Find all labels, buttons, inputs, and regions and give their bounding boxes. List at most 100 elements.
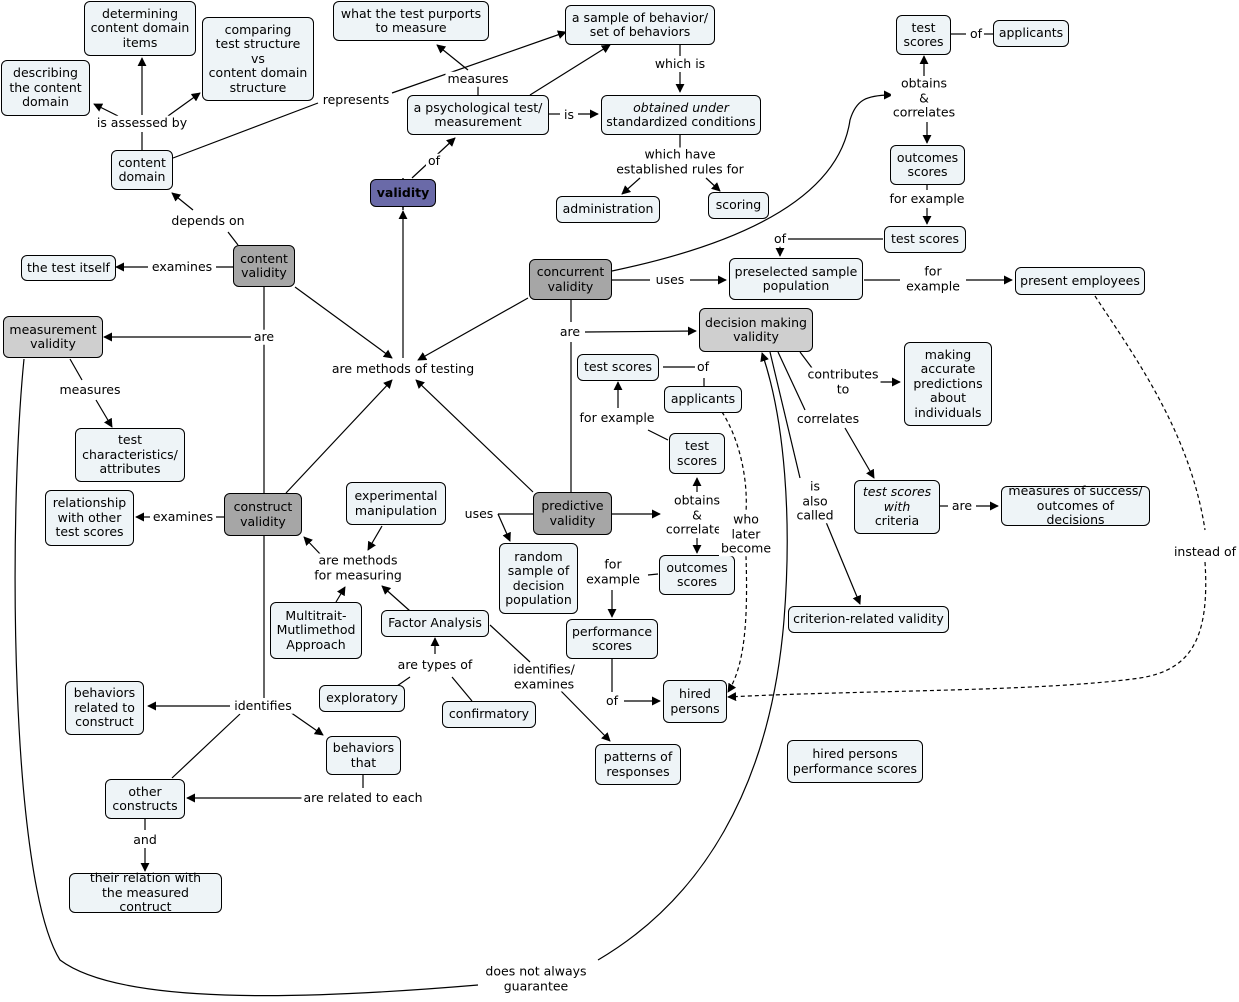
node-applicants-top[interactable]: applicants bbox=[993, 20, 1069, 47]
node-making-predictions[interactable]: making accurate predictions about indivi… bbox=[904, 342, 992, 426]
node-hired-performance[interactable]: hired persons performance scores bbox=[787, 740, 923, 783]
node-scoring[interactable]: scoring bbox=[708, 192, 769, 219]
dashed-applicants-hired bbox=[727, 555, 748, 693]
node-construct-validity[interactable]: construct validity bbox=[224, 493, 302, 536]
label-of-validity: of bbox=[425, 152, 443, 169]
node-content-domain[interactable]: content domain bbox=[111, 150, 173, 190]
dashed-instead-hired bbox=[727, 561, 1207, 702]
node-concurrent-validity[interactable]: concurrent validity bbox=[529, 259, 612, 300]
node-outcomes-top[interactable]: outcomes scores bbox=[890, 145, 965, 185]
label-identifies-examines: identifies/ examines bbox=[511, 661, 577, 692]
label-examines-content: examines bbox=[149, 258, 215, 275]
label-correlates: correlates bbox=[794, 410, 862, 427]
label-identifies: identifies bbox=[232, 697, 294, 714]
arrow-construct-methods bbox=[285, 379, 393, 494]
node-sample-behavior[interactable]: a sample of behavior/ set of behaviors bbox=[565, 5, 715, 45]
node-their-relation[interactable]: their relation with the measured contruc… bbox=[69, 871, 222, 914]
label-for-example-top: for example bbox=[887, 190, 967, 207]
label-are-content: are bbox=[251, 328, 277, 345]
node-validity[interactable]: validity bbox=[370, 179, 436, 207]
arrow-multitrait bbox=[335, 586, 346, 603]
arrow-content-methods bbox=[294, 286, 393, 359]
arrow-to-characteristics bbox=[95, 399, 113, 428]
arrow-to-criteria bbox=[844, 427, 875, 479]
criteria-rest-text: criteria bbox=[874, 513, 920, 529]
label-who-later-become: who later become bbox=[718, 511, 774, 556]
node-purports[interactable]: what the test purports to measure bbox=[333, 1, 489, 41]
node-patterns[interactable]: patterns of responses bbox=[595, 744, 681, 785]
label-are-related-each: are related to each bbox=[301, 789, 425, 806]
node-comparing[interactable]: comparing test structure vs content doma… bbox=[202, 17, 314, 101]
node-test-characteristics[interactable]: test characteristics/ attributes bbox=[75, 428, 185, 482]
label-which-have: which have established rules for bbox=[614, 146, 746, 177]
node-exploratory[interactable]: exploratory bbox=[319, 685, 405, 712]
arrow-concurrent-methods bbox=[417, 297, 529, 361]
node-multitrait[interactable]: Multitrait- Mutlimethod Approach bbox=[270, 602, 362, 659]
node-behaviors-that[interactable]: behaviors that bbox=[326, 736, 401, 775]
node-test-scores-top[interactable]: test scores bbox=[896, 15, 951, 55]
node-confirmatory[interactable]: confirmatory bbox=[442, 701, 536, 728]
label-of-applicants-top: of bbox=[967, 25, 985, 42]
node-performance-scores[interactable]: performance scores bbox=[566, 619, 658, 659]
label-uses-concurrent: uses bbox=[653, 271, 687, 288]
label-is-assessed-by: is assessed by bbox=[94, 114, 190, 131]
node-predictive-validity[interactable]: predictive validity bbox=[533, 492, 612, 535]
label-instead-of: instead of bbox=[1171, 543, 1239, 560]
label-are-methods-measuring: are methods for measuring bbox=[312, 552, 404, 583]
label-represents: represents bbox=[320, 91, 392, 108]
node-test-scores-mid[interactable]: test scores bbox=[884, 226, 966, 253]
label-which-is: which is bbox=[652, 55, 708, 72]
label-uses-predictive: uses bbox=[462, 505, 496, 522]
curve-measurement-guarantee bbox=[14, 358, 479, 997]
node-hired-persons[interactable]: hired persons bbox=[663, 680, 727, 723]
label-is: is bbox=[562, 106, 576, 123]
arrow-test-sample bbox=[529, 44, 611, 96]
node-test-scores-pred[interactable]: test scores bbox=[577, 354, 659, 381]
obtained-rest-text: standardized conditions bbox=[606, 114, 756, 129]
node-present-employees[interactable]: present employees bbox=[1015, 267, 1145, 295]
label-for-example-pred: for example bbox=[577, 409, 657, 426]
node-test-scores-pred2[interactable]: test scores bbox=[669, 433, 725, 474]
node-test-itself[interactable]: the test itself bbox=[21, 255, 116, 281]
label-contributes-to: contributes to bbox=[805, 366, 881, 397]
node-applicants-pred[interactable]: applicants bbox=[664, 386, 742, 413]
node-content-validity[interactable]: content validity bbox=[233, 245, 295, 287]
node-psychological-test[interactable]: a psychological test/ measurement bbox=[407, 95, 549, 135]
criteria-italic-text: test scores with bbox=[862, 484, 932, 514]
node-other-constructs[interactable]: other constructs bbox=[105, 779, 185, 819]
node-factor-analysis[interactable]: Factor Analysis bbox=[381, 610, 489, 637]
label-are-criteria: are bbox=[949, 497, 975, 514]
node-measures-success[interactable]: measures of success/ outcomes of decisio… bbox=[1001, 484, 1150, 527]
node-measurement-validity[interactable]: measurement validity bbox=[3, 316, 103, 358]
arrow-represents-sample bbox=[391, 30, 567, 94]
label-does-not-guarantee: does not always guarantee bbox=[483, 963, 589, 994]
arrow-methods-construct bbox=[303, 536, 323, 557]
node-determining[interactable]: determining content domain items bbox=[84, 1, 196, 56]
node-administration[interactable]: administration bbox=[556, 196, 660, 223]
arrow-factor-analysis bbox=[381, 585, 411, 612]
label-for-example-outcomes: for example bbox=[584, 556, 642, 587]
node-decision-validity[interactable]: decision making validity bbox=[699, 308, 813, 352]
label-is-also-called: is also called bbox=[794, 478, 836, 523]
arrow-to-administration bbox=[621, 177, 641, 195]
line-identifies-others bbox=[171, 713, 241, 779]
node-experimental[interactable]: experimental manipulation bbox=[346, 482, 446, 525]
node-preselected[interactable]: preselected sample population bbox=[729, 258, 863, 300]
arrow-to-patterns bbox=[559, 689, 611, 742]
label-of-applicants-pred: of bbox=[694, 358, 712, 375]
node-random-sample[interactable]: random sample of decision population bbox=[499, 543, 578, 614]
arrow-measures-purports bbox=[436, 44, 469, 71]
label-of-test-scores-mid: of bbox=[771, 230, 789, 247]
node-test-scores-criteria[interactable]: test scores with criteria bbox=[854, 480, 940, 534]
node-describing[interactable]: describing the content domain bbox=[1, 60, 90, 116]
label-examines-construct: examines bbox=[150, 508, 216, 525]
node-behaviors-related[interactable]: behaviors related to construct bbox=[65, 681, 144, 735]
node-criterion-validity[interactable]: criterion-related validity bbox=[788, 606, 949, 633]
arrow-to-criterion-validity bbox=[825, 521, 862, 605]
node-relationship[interactable]: relationship with other test scores bbox=[45, 490, 134, 546]
node-outcomes-pred[interactable]: outcomes scores bbox=[659, 555, 735, 595]
arrow-to-content-domain bbox=[171, 192, 194, 211]
node-obtained-standardized[interactable]: obtained under standardized conditions bbox=[601, 95, 761, 135]
